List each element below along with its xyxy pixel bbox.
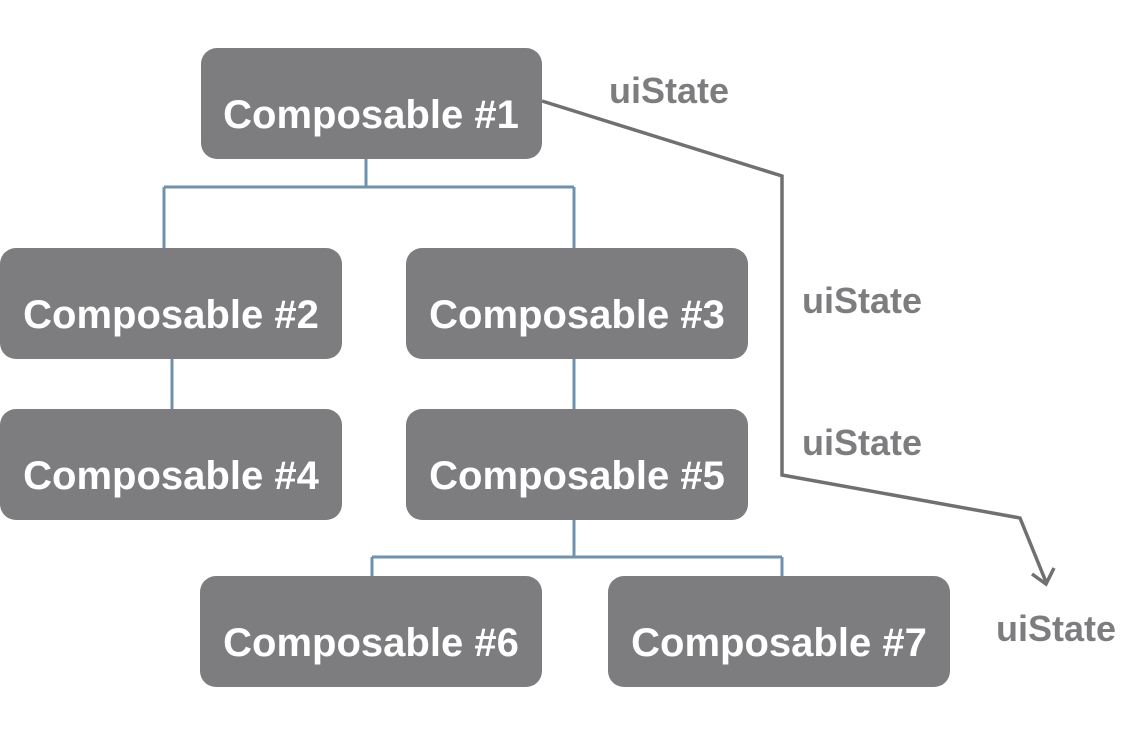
node-box xyxy=(406,409,748,520)
uistate-label-4: uiState xyxy=(996,608,1116,649)
uistate-label-2: uiState xyxy=(802,280,922,321)
node-box xyxy=(406,248,748,359)
node-label: Composable #6 xyxy=(223,621,519,665)
node-box xyxy=(0,248,342,359)
node-composable-2[interactable]: Composable #2 xyxy=(0,248,342,359)
node-composable-6[interactable]: Composable #6 xyxy=(200,576,542,687)
uistate-flow-line xyxy=(541,99,1048,583)
node-composable-1[interactable]: Composable #1 xyxy=(201,48,542,159)
node-composable-4[interactable]: Composable #4 xyxy=(0,409,342,520)
connector-1-to-2-3 xyxy=(162,158,576,250)
node-composable-7[interactable]: Composable #7 xyxy=(608,576,950,687)
node-box xyxy=(201,48,542,159)
uistate-label-3: uiState xyxy=(802,422,922,463)
arrowhead xyxy=(1030,567,1056,587)
node-composable-3[interactable]: Composable #3 xyxy=(406,248,748,359)
connector-5-to-6-7 xyxy=(370,519,784,578)
node-box xyxy=(608,576,950,687)
node-box xyxy=(0,409,342,520)
node-label: Composable #5 xyxy=(429,454,725,498)
tree-connectors xyxy=(162,158,784,578)
node-label: Composable #7 xyxy=(631,621,927,665)
node-composable-5[interactable]: Composable #5 xyxy=(406,409,748,520)
node-label: Composable #2 xyxy=(23,293,319,337)
uistate-label-1: uiState xyxy=(609,70,729,111)
node-label: Composable #3 xyxy=(429,293,725,337)
uistate-flow-arrow xyxy=(541,99,1056,587)
node-label: Composable #4 xyxy=(23,454,319,498)
node-box xyxy=(200,576,542,687)
node-label: Composable #1 xyxy=(223,93,519,137)
